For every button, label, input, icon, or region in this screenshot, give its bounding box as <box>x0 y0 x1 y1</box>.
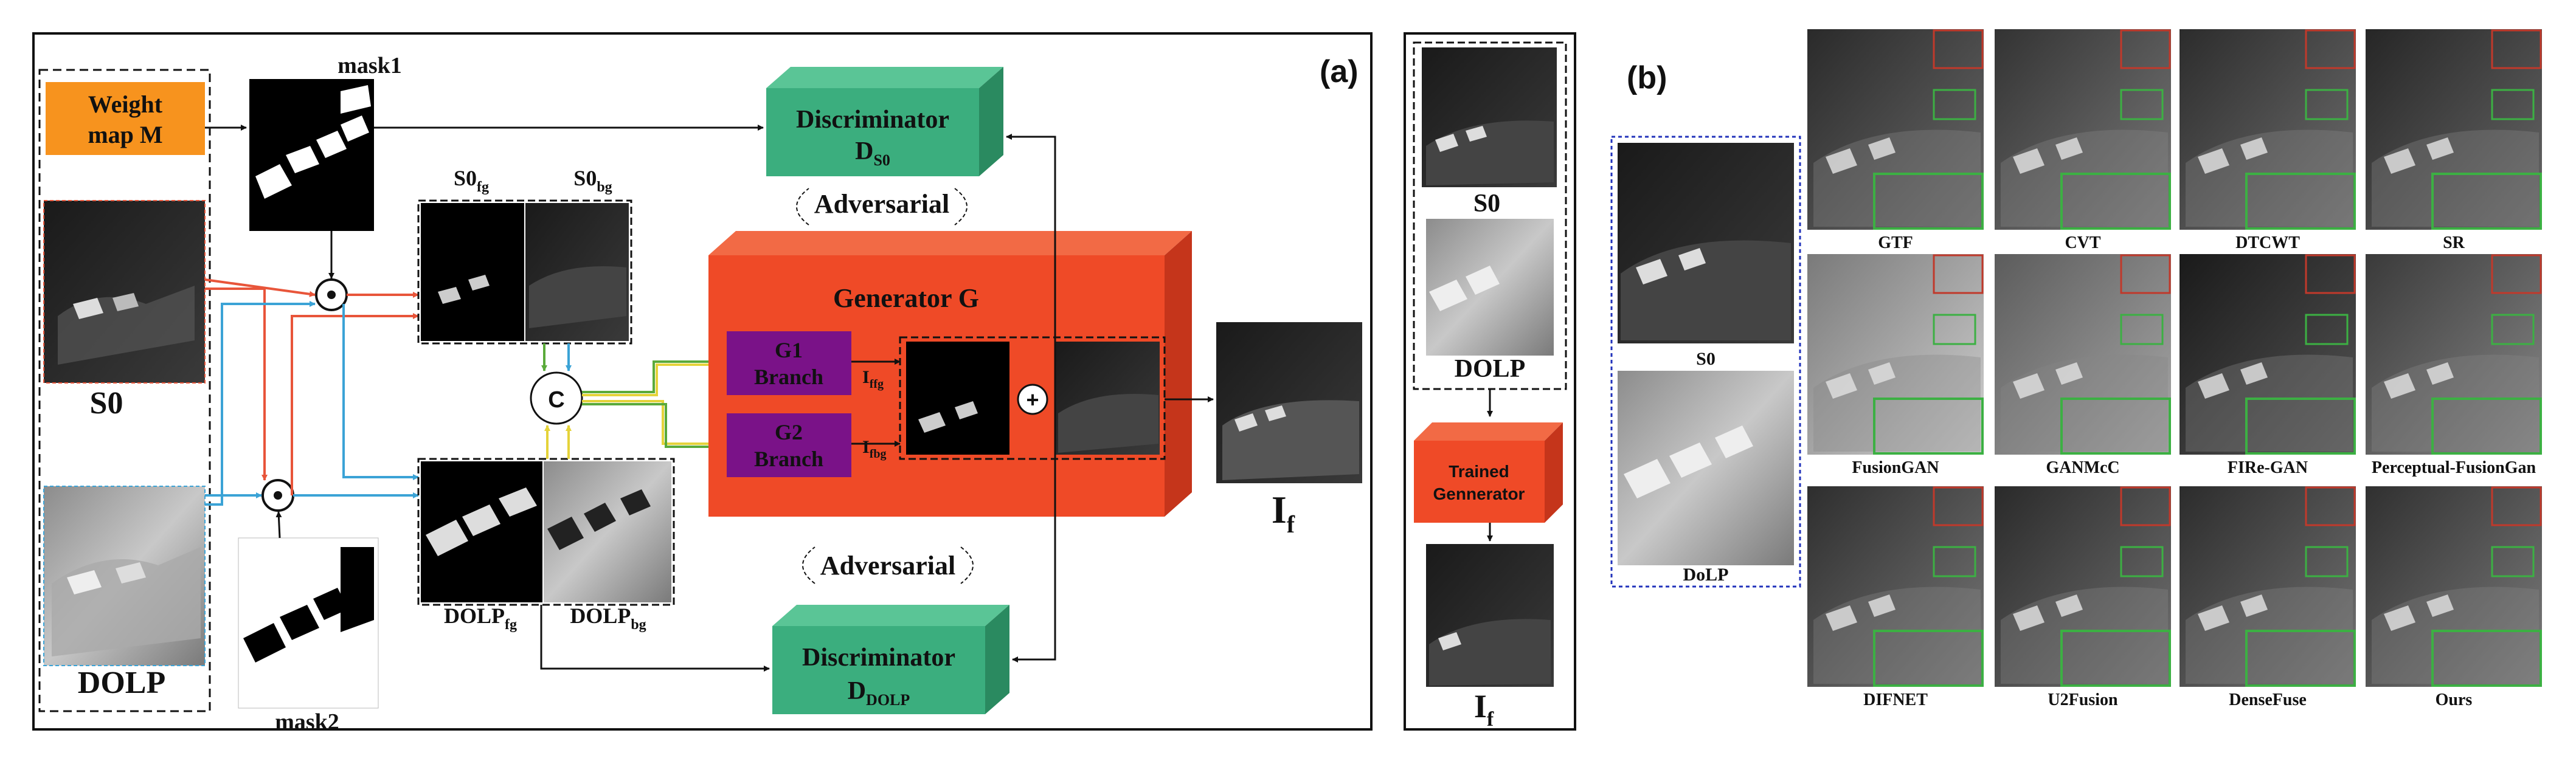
svg-text:Adversarial: Adversarial <box>820 551 955 580</box>
method-thumb-cvt: CVT <box>1995 29 2171 252</box>
method-grid: GTF CVT DTCWT SR FusionGAN GANMcC FIRe-GAN Perc… <box>1807 29 2542 709</box>
method-label: DIFNET <box>1863 690 1928 709</box>
concat-outputs <box>582 359 724 450</box>
method-label: SR <box>2443 233 2465 252</box>
svg-text:Branch: Branch <box>754 447 823 471</box>
panel-b-dolp-label: DoLP <box>1683 565 1729 585</box>
adversarial-top: Adversarial <box>796 188 968 226</box>
mask2-image <box>238 537 379 709</box>
middle-dolp-label: DOLP <box>1455 355 1526 383</box>
panel-b-input-frame <box>1610 136 1801 588</box>
method-label: FusionGAN <box>1852 458 1939 477</box>
s0-label: S0 <box>90 386 123 421</box>
panel-b-tag: (b) <box>1627 60 1667 95</box>
panel-a-tag: (a) <box>1320 54 1359 89</box>
weight-map-label-2: map M <box>88 121 162 148</box>
i-ffg-label: Iffg <box>862 367 884 391</box>
multiply-node-top <box>315 278 348 311</box>
panel-b-s0-label: S0 <box>1696 349 1716 369</box>
svg-text:G1: G1 <box>775 338 803 362</box>
s0-fg-label: S0fg <box>454 166 489 195</box>
add-node: + <box>1017 384 1048 415</box>
method-label: Perceptual-FusionGan <box>2372 458 2536 477</box>
i-fbg-label: Ifbg <box>862 437 886 461</box>
concat-inputs <box>541 343 572 459</box>
mask2-label: mask2 <box>275 709 339 735</box>
weight-map-box <box>46 82 205 155</box>
method-thumb-densefuse: DenseFuse <box>2180 486 2356 709</box>
panel-middle-frame <box>1404 32 1576 731</box>
dolp-image <box>43 486 206 666</box>
middle-output-image <box>1426 544 1554 687</box>
svg-text:G2: G2 <box>775 420 803 444</box>
input-group-frame <box>38 69 211 712</box>
method-thumb-difnet: DIFNET <box>1807 486 1984 709</box>
s0-bg-label: S0bg <box>573 166 612 195</box>
s0-fg-bg-images <box>417 199 632 345</box>
dolp-fg-bg-images <box>417 458 675 606</box>
mask2-arrow <box>275 511 282 539</box>
generator-label: Generator G <box>833 283 979 313</box>
middle-dolp-image <box>1426 219 1554 356</box>
panel-b-dolp-image <box>1618 371 1794 565</box>
method-thumb-ours: Ours <box>2366 486 2542 709</box>
panel-a-frame <box>32 32 1373 731</box>
method-label: U2Fusion <box>2048 690 2118 709</box>
dolp-label: DOLP <box>78 666 165 700</box>
panel-b-s0-image <box>1618 143 1794 343</box>
dolp-blue-arrows <box>205 301 419 506</box>
svg-text:Discriminator: Discriminator <box>796 106 949 134</box>
middle-s0-image <box>1422 47 1557 187</box>
method-label: DenseFuse <box>2229 690 2307 709</box>
middle-output-label: If <box>1474 688 1494 731</box>
panel-middle: S0 DOLP Trained Gennerator If <box>1404 32 1576 731</box>
svg-text:DS0: DS0 <box>855 137 890 169</box>
output-image <box>1216 322 1362 483</box>
trained-generator-block: Trained Gennerator <box>1414 422 1563 523</box>
method-label: Ours <box>2436 690 2473 709</box>
svg-text:Adversarial: Adversarial <box>814 189 949 219</box>
method-label: FIRe-GAN <box>2228 458 2308 477</box>
svg-text:Discriminator: Discriminator <box>802 644 955 672</box>
weight-map-label-1: Weight <box>88 91 163 118</box>
multiply-node-bottom <box>261 479 294 512</box>
middle-s0-label: S0 <box>1473 190 1500 218</box>
concat-node: C <box>530 371 583 425</box>
method-thumb-dtcwt: DTCWT <box>2180 29 2356 252</box>
discriminator-top: Discriminator DS0 <box>766 67 1003 176</box>
method-label: CVT <box>2065 233 2100 252</box>
svg-text:Branch: Branch <box>754 365 823 389</box>
dolp-bg-label: DOLPbg <box>570 604 646 633</box>
method-thumb-u2fusion: U2Fusion <box>1995 486 2171 709</box>
adversarial-bottom: Adversarial <box>802 546 974 584</box>
svg-text:C: C <box>548 387 564 413</box>
method-thumb-gtf: GTF <box>1807 29 1984 252</box>
s0-red-arrows <box>204 278 419 495</box>
method-thumb-fusiongan: FusionGAN <box>1807 254 1984 477</box>
method-label: GTF <box>1878 233 1913 252</box>
s0-image <box>43 200 206 384</box>
method-thumb-fire-gan: FIRe-GAN <box>2180 254 2356 477</box>
g1-branch: G1 Branch <box>727 331 851 395</box>
svg-text:+: + <box>1026 387 1039 412</box>
dolp-fg-label: DOLPfg <box>444 604 517 633</box>
method-thumb-ganmcc: GANMcC <box>1995 254 2171 477</box>
discriminator-bottom: Discriminator DDOLP <box>772 605 1009 714</box>
svg-text:Trained: Trained <box>1449 462 1509 481</box>
mask1-label: mask1 <box>338 53 402 78</box>
method-thumb-perceptual-fusiongan: Perceptual-FusionGan <box>2366 254 2542 477</box>
svg-text:Gennerator: Gennerator <box>1433 484 1525 503</box>
svg-text:DDOLP: DDOLP <box>848 677 910 709</box>
method-label: DTCWT <box>2235 233 2300 252</box>
fused-parts <box>899 336 1166 460</box>
discriminator-links <box>374 125 1056 672</box>
output-label: If <box>1272 488 1295 538</box>
panel-b: (b) S0 DoLP GTF CVT DTCWT SR FusionGAN GANMcC… <box>1610 29 2542 709</box>
mask1-image <box>249 79 374 231</box>
method-thumb-sr: SR <box>2366 29 2542 252</box>
panel-a: (a) Weight map M S0 DOLP mask1 <box>32 32 1373 735</box>
method-label: GANMcC <box>2046 458 2119 477</box>
g2-branch: G2 Branch <box>727 413 851 477</box>
